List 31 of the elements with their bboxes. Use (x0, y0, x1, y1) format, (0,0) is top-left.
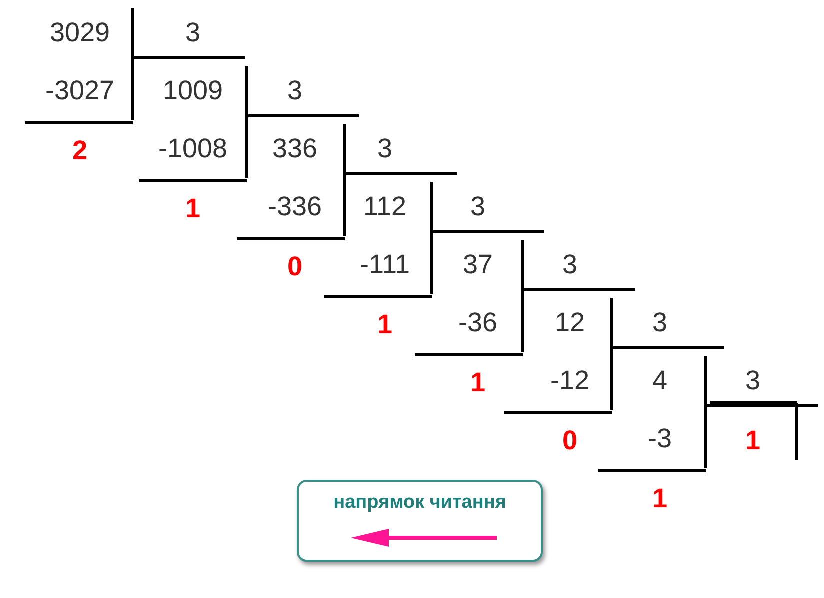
division-number: -36 (458, 308, 498, 338)
division-number: 3 (562, 250, 578, 280)
division-number: 12 (554, 308, 586, 338)
division-number: 3 (185, 18, 201, 48)
remainder-digit: 1 (470, 368, 486, 398)
remainder-digit: 0 (562, 426, 578, 456)
division-number: -3 (648, 424, 672, 454)
remainder-digit: 2 (72, 136, 88, 166)
division-number: 3029 (50, 18, 110, 48)
division-number: -3027 (45, 76, 115, 106)
division-number: 1009 (162, 76, 224, 106)
division-number: 3 (377, 134, 393, 164)
remainder-digit: 1 (652, 484, 668, 514)
division-number: -336 (268, 192, 322, 222)
division-number: 112 (363, 192, 407, 222)
remainder-digit: 1 (745, 426, 761, 456)
box-title: напрямок читання (332, 492, 508, 514)
remainder-digit: 1 (377, 310, 393, 340)
division-number: -12 (550, 366, 590, 396)
division-number: 336 (272, 134, 318, 164)
remainder-digit: 1 (185, 194, 201, 224)
division-number: 3 (652, 308, 668, 338)
division-number: -1008 (158, 134, 228, 164)
division-number: 3 (470, 192, 486, 222)
remainder-digit: 0 (287, 252, 303, 282)
division-number: 3 (287, 76, 303, 106)
division-number: 3 (745, 366, 761, 396)
division-number: -111 (360, 250, 410, 280)
reading-direction-box (297, 480, 543, 562)
division-number: 4 (652, 366, 668, 396)
division-number: 37 (462, 250, 494, 280)
